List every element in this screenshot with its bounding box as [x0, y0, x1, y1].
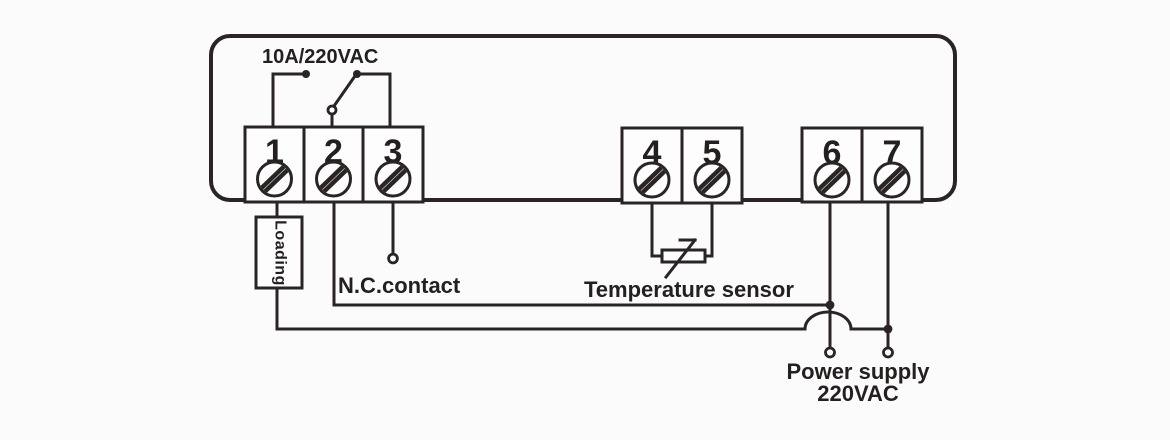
nc-contact-label: N.C.contact	[338, 273, 461, 298]
relay-switch-arm	[331, 73, 358, 109]
screw-icon	[815, 163, 849, 197]
screw-icon	[695, 163, 729, 197]
wire-terminal2-to-terminal6	[332, 200, 832, 307]
wire-terminal4-to-sensor	[650, 201, 664, 258]
wire-terminal1-to-contact	[271, 72, 307, 130]
loading-label: Loading	[272, 220, 289, 286]
relay-contact-symbol: 10A/220VAC	[262, 46, 392, 130]
temperature-sensor-label: Temperature sensor	[584, 277, 794, 302]
power-lead-circle-right	[882, 346, 894, 359]
contact-dot-open-side	[302, 70, 310, 78]
nc-contact-terminal-circle	[387, 252, 399, 265]
nc-contact-stub: N.C.contact	[338, 200, 461, 298]
wire-contact-to-terminal3	[355, 72, 392, 130]
temperature-sensor-circuit: Temperature sensor	[584, 201, 794, 302]
screw-icon	[875, 163, 909, 197]
terminal-block-45: 4 5	[620, 126, 744, 205]
load-circuit: Loading	[254, 200, 893, 334]
power-supply-label-line2: 220VAC	[817, 381, 899, 406]
power-lead-circle-left	[824, 346, 836, 359]
thermistor-strike	[663, 237, 698, 280]
loading-box	[254, 215, 304, 290]
thermistor-symbol	[660, 237, 707, 280]
screw-icon	[317, 162, 351, 196]
power-supply-label-line1: Power supply	[786, 359, 930, 384]
terminal-block-123: 1 2 3	[243, 125, 425, 204]
screw-icon	[258, 162, 292, 196]
screw-icon	[635, 163, 669, 197]
power-supply-circuit: Power supply 220VAC	[786, 200, 930, 406]
relay-rating-label: 10A/220VAC	[262, 46, 378, 68]
terminal-block-67: 6 7	[800, 126, 924, 204]
wire-terminal5-to-sensor	[703, 201, 714, 258]
controller-outline	[209, 34, 957, 202]
wire-load-to-terminal7-with-hop	[275, 286, 890, 331]
screw-icon	[376, 162, 410, 196]
